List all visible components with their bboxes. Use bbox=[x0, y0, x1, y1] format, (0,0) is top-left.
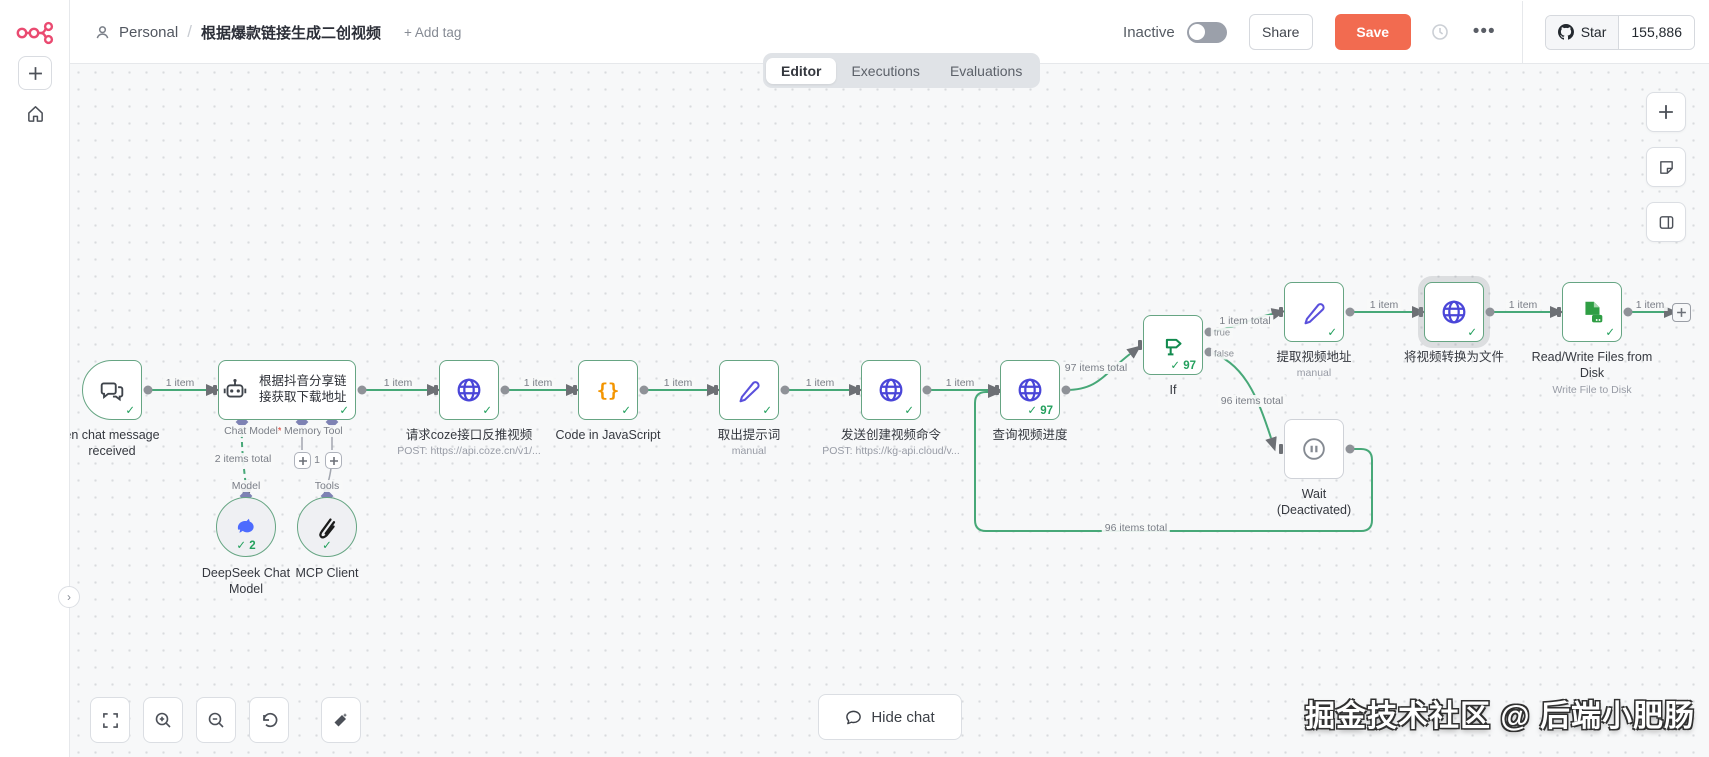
success-check-badge: ✓ bbox=[762, 405, 772, 417]
new-workflow-button[interactable] bbox=[18, 56, 52, 90]
node-if[interactable]: ✓ 97 bbox=[1143, 315, 1203, 375]
hide-chat-button[interactable]: Hide chat bbox=[818, 694, 962, 740]
share-button[interactable]: Share bbox=[1248, 14, 1313, 50]
zoom-out-button[interactable] bbox=[196, 697, 236, 743]
magic-wand-icon bbox=[334, 713, 348, 727]
success-check-badge: ✓ 2 bbox=[236, 540, 256, 552]
expand-sidebar-chevron[interactable]: › bbox=[58, 586, 80, 608]
breadcrumb: Personal / 根据爆款链接生成二创视频 + Add tag bbox=[95, 0, 461, 64]
more-options-button[interactable]: ••• bbox=[1472, 21, 1496, 42]
undo-icon bbox=[263, 712, 278, 728]
person-icon bbox=[95, 25, 110, 40]
sticky-note-icon bbox=[1659, 160, 1673, 174]
zoom-in-icon bbox=[155, 712, 171, 728]
plus-icon bbox=[28, 66, 42, 80]
zoom-in-button[interactable] bbox=[143, 697, 183, 743]
node-http-query-progress[interactable]: ✓ 97 bbox=[1000, 360, 1060, 420]
success-check-badge: ✓ bbox=[621, 405, 631, 417]
breadcrumb-project[interactable]: Personal bbox=[119, 23, 179, 41]
node-ai-agent[interactable]: 根据抖音分享链接获取下载地址✓ bbox=[218, 360, 356, 420]
success-check-badge: ✓ 97 bbox=[1170, 360, 1196, 372]
mcp-icon bbox=[313, 513, 341, 541]
add-node-endpoint-button[interactable] bbox=[1672, 303, 1691, 322]
success-check-badge: ✓ bbox=[1467, 327, 1477, 339]
node-inner-title: 根据抖音分享链接获取下载地址 bbox=[259, 374, 347, 404]
fit-view-icon bbox=[102, 712, 118, 728]
toggle-panel-button[interactable] bbox=[1646, 202, 1686, 242]
success-check-badge: ✓ bbox=[1605, 327, 1615, 339]
robot-icon bbox=[219, 375, 251, 405]
globe-icon bbox=[454, 375, 484, 405]
plus-icon bbox=[329, 456, 338, 465]
view-tabs: Editor Executions Evaluations bbox=[763, 53, 1041, 88]
add-memory-button[interactable] bbox=[294, 452, 311, 469]
home-button[interactable] bbox=[26, 104, 45, 128]
node-chat-trigger[interactable]: ✓ bbox=[82, 360, 142, 420]
github-star-count: 155,886 bbox=[1619, 15, 1694, 49]
success-check-badge: ✓ bbox=[125, 405, 135, 417]
header-divider bbox=[1521, 0, 1523, 64]
whale-icon bbox=[232, 513, 260, 541]
tidy-up-button[interactable] bbox=[321, 697, 361, 743]
success-check-badge: ✓ bbox=[339, 405, 349, 417]
add-tool-button[interactable] bbox=[325, 452, 342, 469]
pause-icon bbox=[1299, 434, 1329, 464]
globe-icon bbox=[876, 375, 906, 405]
add-node-button[interactable] bbox=[1646, 92, 1686, 132]
success-check-badge: ✓ 97 bbox=[1027, 405, 1053, 417]
github-icon bbox=[1557, 24, 1574, 40]
tab-executions[interactable]: Executions bbox=[851, 62, 920, 79]
node-code-js[interactable]: {}✓ bbox=[578, 360, 638, 420]
split-panel-icon bbox=[1659, 215, 1673, 229]
node-deepseek-chat-model[interactable]: ✓ 2 bbox=[216, 497, 276, 557]
node-http-create-video[interactable]: ✓ bbox=[861, 360, 921, 420]
node-mcp-client[interactable]: ✓ bbox=[297, 497, 357, 557]
globe-icon bbox=[1015, 375, 1045, 405]
success-check-badge: ✓ bbox=[1327, 327, 1337, 339]
undo-button[interactable] bbox=[249, 697, 289, 743]
toggle-knob bbox=[1189, 24, 1206, 40]
add-tag-button[interactable]: + Add tag bbox=[403, 24, 462, 40]
workflow-status-label: Inactive bbox=[1123, 23, 1175, 41]
file-icon bbox=[1577, 297, 1607, 327]
plus-icon bbox=[1659, 105, 1673, 119]
node-wait[interactable] bbox=[1284, 419, 1344, 479]
svg-text:{}: {} bbox=[597, 381, 620, 402]
tab-editor[interactable]: Editor bbox=[766, 57, 837, 84]
add-sticky-note-button[interactable] bbox=[1646, 147, 1686, 187]
globe-icon bbox=[1439, 297, 1469, 327]
workflow-title[interactable]: 根据爆款链接生成二创视频 bbox=[200, 24, 381, 42]
active-toggle[interactable] bbox=[1186, 21, 1227, 43]
plus-icon bbox=[298, 456, 307, 465]
success-check-badge: ✓ bbox=[322, 540, 332, 552]
node-rw-files-disk[interactable]: ✓ bbox=[1562, 282, 1622, 342]
github-star-label: Star bbox=[1580, 24, 1607, 40]
success-check-badge: ✓ bbox=[482, 405, 492, 417]
history-clock-icon[interactable] bbox=[1431, 23, 1449, 41]
success-check-badge: ✓ bbox=[904, 405, 914, 417]
node-http-coze[interactable]: ✓ bbox=[439, 360, 499, 420]
left-sidebar bbox=[0, 0, 70, 757]
zoom-out-icon bbox=[208, 712, 224, 728]
node-edit-extract-url[interactable]: ✓ bbox=[1284, 282, 1344, 342]
plus-icon bbox=[1677, 308, 1686, 317]
node-edit-prompt[interactable]: ✓ bbox=[719, 360, 779, 420]
chat-bubble-icon bbox=[846, 710, 862, 724]
n8n-logo-icon[interactable] bbox=[15, 17, 55, 52]
save-button[interactable]: Save bbox=[1334, 14, 1411, 50]
chat-icon bbox=[97, 375, 127, 405]
zoom-to-fit-button[interactable] bbox=[90, 697, 130, 743]
breadcrumb-separator: / bbox=[187, 22, 192, 41]
signpost-icon bbox=[1158, 330, 1188, 360]
node-http-convert-file[interactable]: ✓ bbox=[1424, 282, 1484, 342]
github-star-widget[interactable]: Star 155,886 bbox=[1544, 14, 1695, 50]
pencil-icon bbox=[734, 375, 764, 405]
tab-evaluations[interactable]: Evaluations bbox=[949, 62, 1023, 79]
code-icon: {} bbox=[591, 375, 625, 405]
pencil-icon bbox=[1299, 297, 1329, 327]
hide-chat-label: Hide chat bbox=[871, 708, 935, 726]
